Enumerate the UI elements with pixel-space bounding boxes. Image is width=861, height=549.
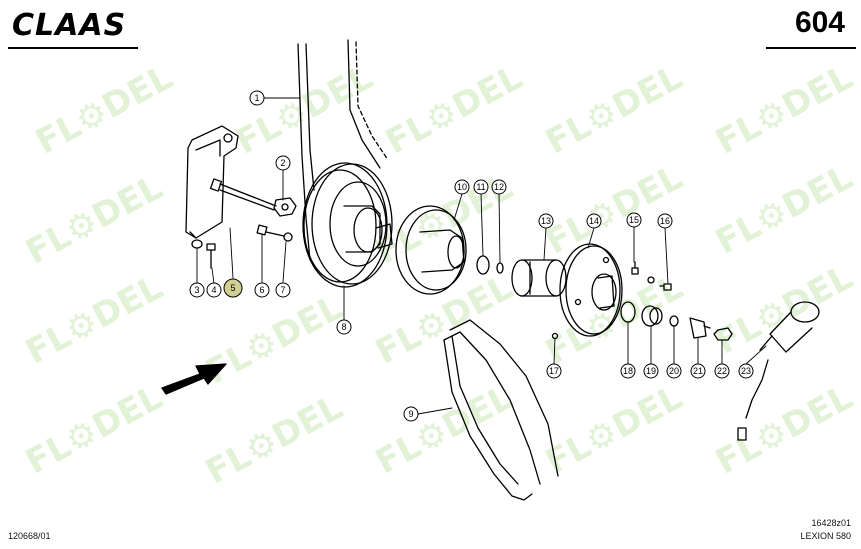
callout-label: 14: [589, 216, 599, 226]
callout-label: 5: [230, 283, 235, 293]
brand-logo: CLAAS: [12, 8, 127, 43]
washer-part-7: [283, 232, 293, 242]
callout-16: 16: [657, 213, 673, 229]
callout-label: 20: [669, 366, 679, 376]
bolt-part-4: [206, 243, 216, 269]
header-rule-right: [766, 47, 856, 49]
bracket-plate: [185, 125, 239, 239]
callout-2: 2: [275, 155, 291, 171]
sensor-part-23: [737, 301, 820, 441]
bolt-part-6: [256, 224, 285, 237]
callout-label: 18: [623, 366, 633, 376]
callout-19: 19: [643, 363, 659, 379]
callout-label: 1: [254, 93, 259, 103]
callouts: 1 2 3 4 5 6 7 8 9 10 11 12 13 14 15 16 1…: [189, 90, 754, 422]
callout-label: 4: [211, 285, 216, 295]
callout-label: 22: [717, 366, 727, 376]
callout-label: 6: [259, 285, 264, 295]
callout-label: 3: [194, 285, 199, 295]
footer-right: 16428z01 LEXION 580: [800, 517, 851, 543]
callout-label: 17: [549, 366, 559, 376]
callout-label: 19: [646, 366, 656, 376]
callout-label: 8: [341, 322, 346, 332]
callout-3: 3: [189, 282, 205, 298]
callout-15: 15: [626, 212, 642, 228]
direction-arrow: [161, 363, 227, 395]
long-bolt: [209, 178, 277, 211]
callout-label: 2: [280, 158, 285, 168]
callout-label: 12: [494, 182, 504, 192]
callout-4: 4: [206, 282, 222, 298]
belt-part-1: [297, 39, 389, 261]
callout-label: 13: [541, 216, 551, 226]
ring-part-12: [496, 262, 504, 274]
callout-12: 12: [491, 179, 507, 195]
belt-part-9: [443, 319, 559, 501]
callout-label: 9: [408, 409, 413, 419]
nut-part-22: [713, 327, 733, 341]
bearing-part-11: [476, 255, 490, 275]
washer-part-20: [669, 315, 679, 327]
callout-8: 8: [336, 319, 352, 335]
callout-20: 20: [666, 363, 682, 379]
drawing-id: 16428z01: [811, 518, 851, 528]
washer-part-16a: [647, 276, 655, 284]
page-number: 604: [794, 6, 845, 39]
callout-18: 18: [620, 363, 636, 379]
callout-label: 10: [457, 182, 467, 192]
nut-part-2: [273, 197, 297, 217]
callout-label: 15: [629, 215, 639, 225]
stud-part-21: [689, 317, 711, 339]
header-rule-left: [8, 47, 138, 49]
screw-part-15: [631, 261, 639, 275]
callout-9: 9: [403, 406, 419, 422]
callout-22: 22: [714, 363, 730, 379]
screw-part-16: [659, 283, 672, 291]
callout-14: 14: [586, 213, 602, 229]
callout-21: 21: [690, 363, 706, 379]
callout-6: 6: [254, 282, 270, 298]
callout-label: 23: [741, 366, 751, 376]
flange-part-10: [395, 205, 467, 295]
document-id: 120668/01: [8, 531, 51, 541]
callout-17: 17: [546, 363, 562, 379]
callout-10: 10: [454, 179, 470, 195]
callout-7: 7: [275, 282, 291, 298]
callout-1: 1: [249, 90, 265, 106]
bearing-part-19: [641, 305, 663, 327]
circlip-part-18: [620, 301, 636, 323]
sleeve-part-13: [511, 259, 567, 297]
washer-part-3: [191, 239, 203, 249]
cover-plate-part-14: [559, 243, 623, 337]
callout-5-highlighted: 5: [223, 278, 243, 298]
callout-23: 23: [738, 363, 754, 379]
callout-label: 11: [476, 182, 485, 192]
callout-label: 16: [660, 216, 670, 226]
callout-label: 7: [280, 285, 285, 295]
callout-13: 13: [538, 213, 554, 229]
callout-label: 21: [693, 366, 703, 376]
pulley-part-8: [302, 162, 393, 288]
machine-model: LEXION 580: [800, 531, 851, 541]
callout-11: 11: [473, 179, 489, 195]
